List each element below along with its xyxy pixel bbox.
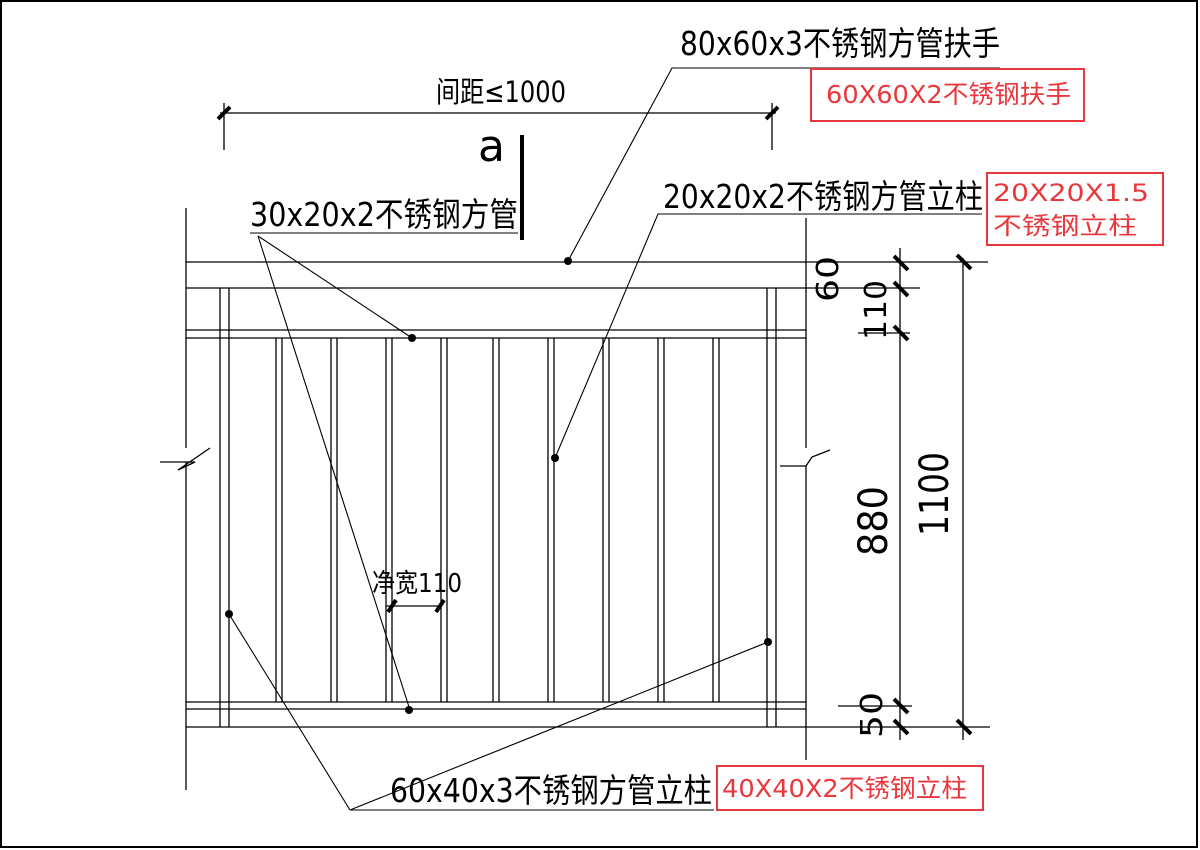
- leader-dot: [764, 638, 772, 646]
- balusters: [275, 338, 720, 702]
- post-leader-right: [349, 641, 769, 811]
- clear-width-label: 净宽110: [372, 569, 462, 599]
- tick: [892, 280, 910, 298]
- dim-1100: 1100: [912, 452, 958, 536]
- rail-tube-leader-upper: [257, 235, 413, 339]
- baluster-annotation: 20X20X1.5 不锈钢立柱: [986, 172, 1164, 246]
- rail-tube-callout: 30x20x2不锈钢方管: [250, 195, 518, 234]
- right-break-mark: [780, 449, 831, 467]
- tick: [892, 324, 910, 342]
- tick: [955, 253, 973, 271]
- tick: [892, 718, 910, 736]
- post-leader-left: [228, 613, 351, 811]
- tick: [955, 718, 973, 736]
- handrail-callout: 80x60x3不锈钢方管扶手: [680, 24, 1000, 63]
- post-callout: 60x40x3不锈钢方管立柱: [390, 771, 712, 810]
- railing-geometry: [160, 208, 990, 790]
- leader-dot: [564, 257, 572, 265]
- spacing-label: 间距≤1000: [436, 75, 566, 109]
- annotation-text: 40X40X2不锈钢立柱: [722, 774, 967, 803]
- rail-tube-leader-lower: [257, 235, 411, 711]
- section-mark: a: [478, 121, 505, 172]
- baluster-callout: 20x20x2不锈钢方管立柱: [663, 177, 983, 216]
- annotation-box: [810, 68, 1085, 122]
- tick: [386, 598, 398, 614]
- dim-60: 60: [811, 256, 846, 302]
- tick: [764, 105, 780, 121]
- handrail-annotation: 60X60X2不锈钢扶手: [810, 68, 1085, 122]
- dim-110: 110: [859, 280, 894, 340]
- annotation-text-line2: 不锈钢立柱: [993, 212, 1137, 240]
- tick: [892, 697, 910, 715]
- annotation-box: [986, 172, 1164, 246]
- baluster-leader: [554, 213, 982, 459]
- leader-dot: [405, 706, 413, 714]
- tick: [434, 598, 446, 614]
- post-annotation: 40X40X2不锈钢立柱: [716, 765, 984, 811]
- tick: [892, 254, 910, 272]
- leader-dots: [225, 257, 772, 714]
- leader-dot: [408, 334, 416, 342]
- leader-dot: [225, 610, 233, 618]
- dimension-ticks: [216, 105, 973, 736]
- leader-dot: [551, 454, 559, 462]
- dim-50: 50: [855, 692, 890, 738]
- annotation-box: [716, 765, 984, 811]
- annotation-text: 60X60X2不锈钢扶手: [826, 80, 1071, 109]
- left-break-mark: [160, 447, 211, 471]
- leader-lines: [228, 67, 1000, 811]
- dim-880: 880: [851, 486, 897, 556]
- annotation-text-line1: 20X20X1.5: [993, 179, 1149, 207]
- tick: [216, 105, 232, 121]
